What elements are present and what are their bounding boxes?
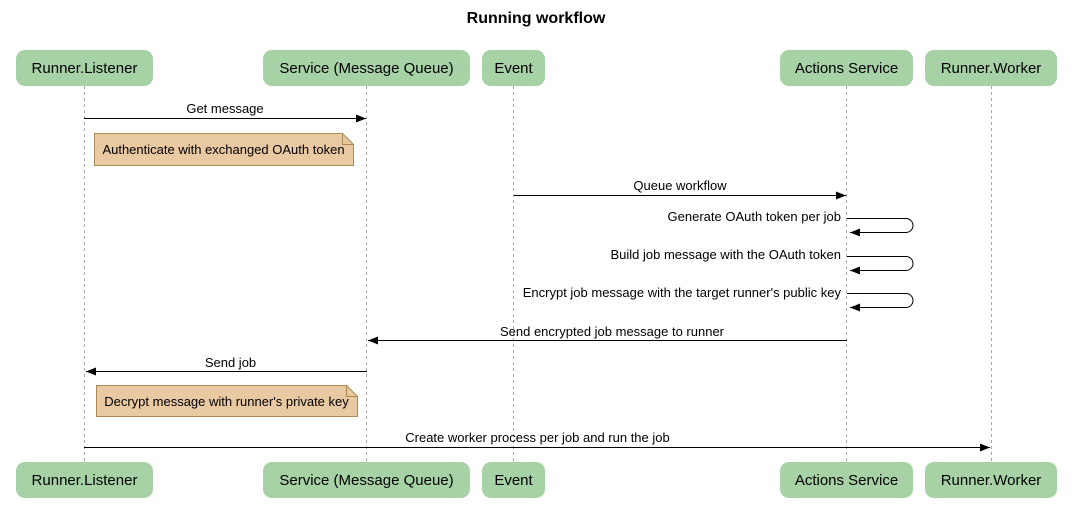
diagram-title: Running workflow <box>466 10 606 27</box>
participant-label: Service (Message Queue) <box>279 471 454 489</box>
participant-runner-worker-top: Runner.Worker <box>925 50 1057 86</box>
participant-runner-worker-bottom: Runner.Worker <box>925 462 1057 498</box>
participant-label: Runner.Worker <box>940 59 1042 77</box>
note-decrypt-private-key: Decrypt message with runner's private ke… <box>104 394 349 409</box>
arrow-self-generate-oauth-token <box>847 218 914 237</box>
note-shape-decrypt <box>96 385 358 417</box>
participant-service-message-queue-top: Service (Message Queue) <box>263 50 470 86</box>
note-fold-decrypt <box>346 385 358 397</box>
note-authenticate-oauth: Authenticate with exchanged OAuth token <box>102 142 345 157</box>
participant-label: Runner.Listener <box>31 59 138 77</box>
arrow-self-encrypt-job-message <box>847 293 914 312</box>
participant-runner-listener-bottom: Runner.Listener <box>16 462 153 498</box>
message-label-create-worker-process: Create worker process per job and run th… <box>405 430 670 445</box>
message-label-encrypt-job-message: Encrypt job message with the target runn… <box>522 285 841 300</box>
participant-actions-service-top: Actions Service <box>780 50 913 86</box>
message-label-generate-oauth-token: Generate OAuth token per job <box>667 209 841 224</box>
participant-label: Runner.Listener <box>31 471 138 489</box>
message-label-get-message: Get message <box>186 101 264 116</box>
participant-label: Event <box>494 59 533 77</box>
message-label-build-job-message: Build job message with the OAuth token <box>610 247 841 262</box>
participant-runner-listener-top: Runner.Listener <box>16 50 153 86</box>
message-label-send-encrypted-job-message: Send encrypted job message to runner <box>499 324 725 339</box>
message-label-send-job: Send job <box>204 355 257 370</box>
participant-label: Runner.Worker <box>940 471 1042 489</box>
participant-service-message-queue-bottom: Service (Message Queue) <box>263 462 470 498</box>
participant-label: Event <box>494 471 533 489</box>
note-fold-authenticate <box>342 133 354 145</box>
message-label-queue-workflow: Queue workflow <box>633 178 727 193</box>
participant-event-bottom: Event <box>482 462 545 498</box>
participant-actions-service-bottom: Actions Service <box>780 462 913 498</box>
note-shape-authenticate <box>94 133 354 166</box>
arrow-self-build-job-message <box>847 256 914 275</box>
participant-label: Actions Service <box>794 471 899 489</box>
participant-label: Service (Message Queue) <box>279 59 454 77</box>
participant-label: Actions Service <box>794 59 899 77</box>
participant-event-top: Event <box>482 50 545 86</box>
